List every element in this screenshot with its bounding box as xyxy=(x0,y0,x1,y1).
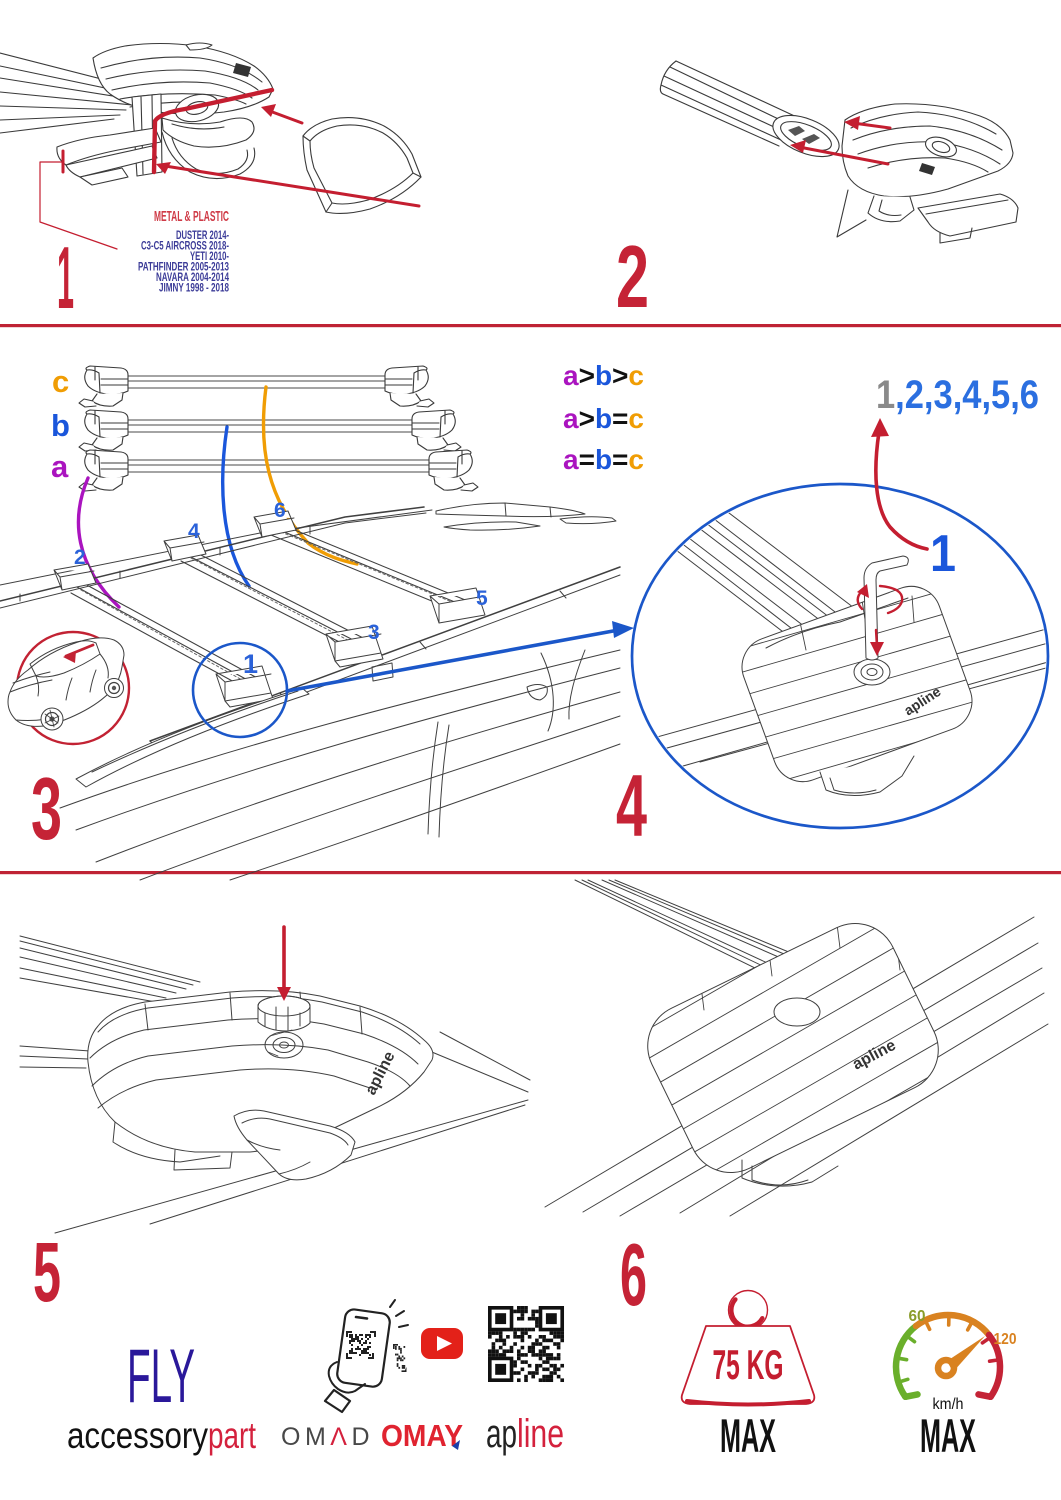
svg-text:NAVARA 2004-2014: NAVARA 2004-2014 xyxy=(156,270,229,284)
svg-text:apline: apline xyxy=(486,1412,564,1456)
svg-text:4: 4 xyxy=(188,520,200,543)
svg-text:1: 1 xyxy=(57,228,74,327)
svg-text:1: 1 xyxy=(930,525,956,583)
svg-text:2: 2 xyxy=(74,546,86,569)
svg-text:YETI 2010-: YETI 2010- xyxy=(190,249,229,263)
svg-text:4: 4 xyxy=(616,756,647,855)
svg-text:FLY: FLY xyxy=(127,1334,195,1419)
svg-text:6: 6 xyxy=(620,1225,647,1324)
svg-text:C3-C5 AIRCROSS 2018-: C3-C5 AIRCROSS 2018- xyxy=(141,239,229,253)
svg-text:5: 5 xyxy=(476,587,488,610)
svg-text:60: 60 xyxy=(909,1308,926,1325)
svg-text:1,2,3,4,5,6: 1,2,3,4,5,6 xyxy=(876,373,1039,417)
svg-text:5: 5 xyxy=(33,1225,61,1319)
svg-text:MAX: MAX xyxy=(920,1409,976,1462)
svg-text:OMAY: OMAY xyxy=(381,1418,463,1453)
svg-text:PATHFINDER 2005-2013: PATHFINDER 2005-2013 xyxy=(138,260,229,274)
svg-text:accessorypart: accessorypart xyxy=(67,1415,257,1456)
svg-text:75 KG: 75 KG xyxy=(713,1341,784,1388)
svg-text:c: c xyxy=(52,364,69,399)
svg-text:OMΛD: OMΛD xyxy=(281,1423,374,1451)
svg-text:1: 1 xyxy=(243,649,258,679)
svg-text:3: 3 xyxy=(31,759,62,858)
svg-text:b: b xyxy=(51,408,70,443)
svg-text:2: 2 xyxy=(616,227,649,326)
svg-text:a=b=c: a=b=c xyxy=(563,444,644,475)
svg-text:DUSTER 2014-: DUSTER 2014- xyxy=(176,228,229,242)
svg-text:a: a xyxy=(51,449,69,484)
svg-text:MAX: MAX xyxy=(720,1409,776,1462)
svg-text:km/h: km/h xyxy=(933,1396,964,1413)
svg-text:JIMNY 1998 - 2018: JIMNY 1998 - 2018 xyxy=(159,281,229,295)
svg-text:a>b>c: a>b>c xyxy=(563,360,644,391)
svg-text:3: 3 xyxy=(368,621,380,644)
svg-text:6: 6 xyxy=(274,499,286,522)
svg-text:120: 120 xyxy=(994,1331,1017,1348)
svg-text:METAL & PLASTIC: METAL & PLASTIC xyxy=(154,208,229,225)
svg-text:a>b=c: a>b=c xyxy=(563,403,644,434)
